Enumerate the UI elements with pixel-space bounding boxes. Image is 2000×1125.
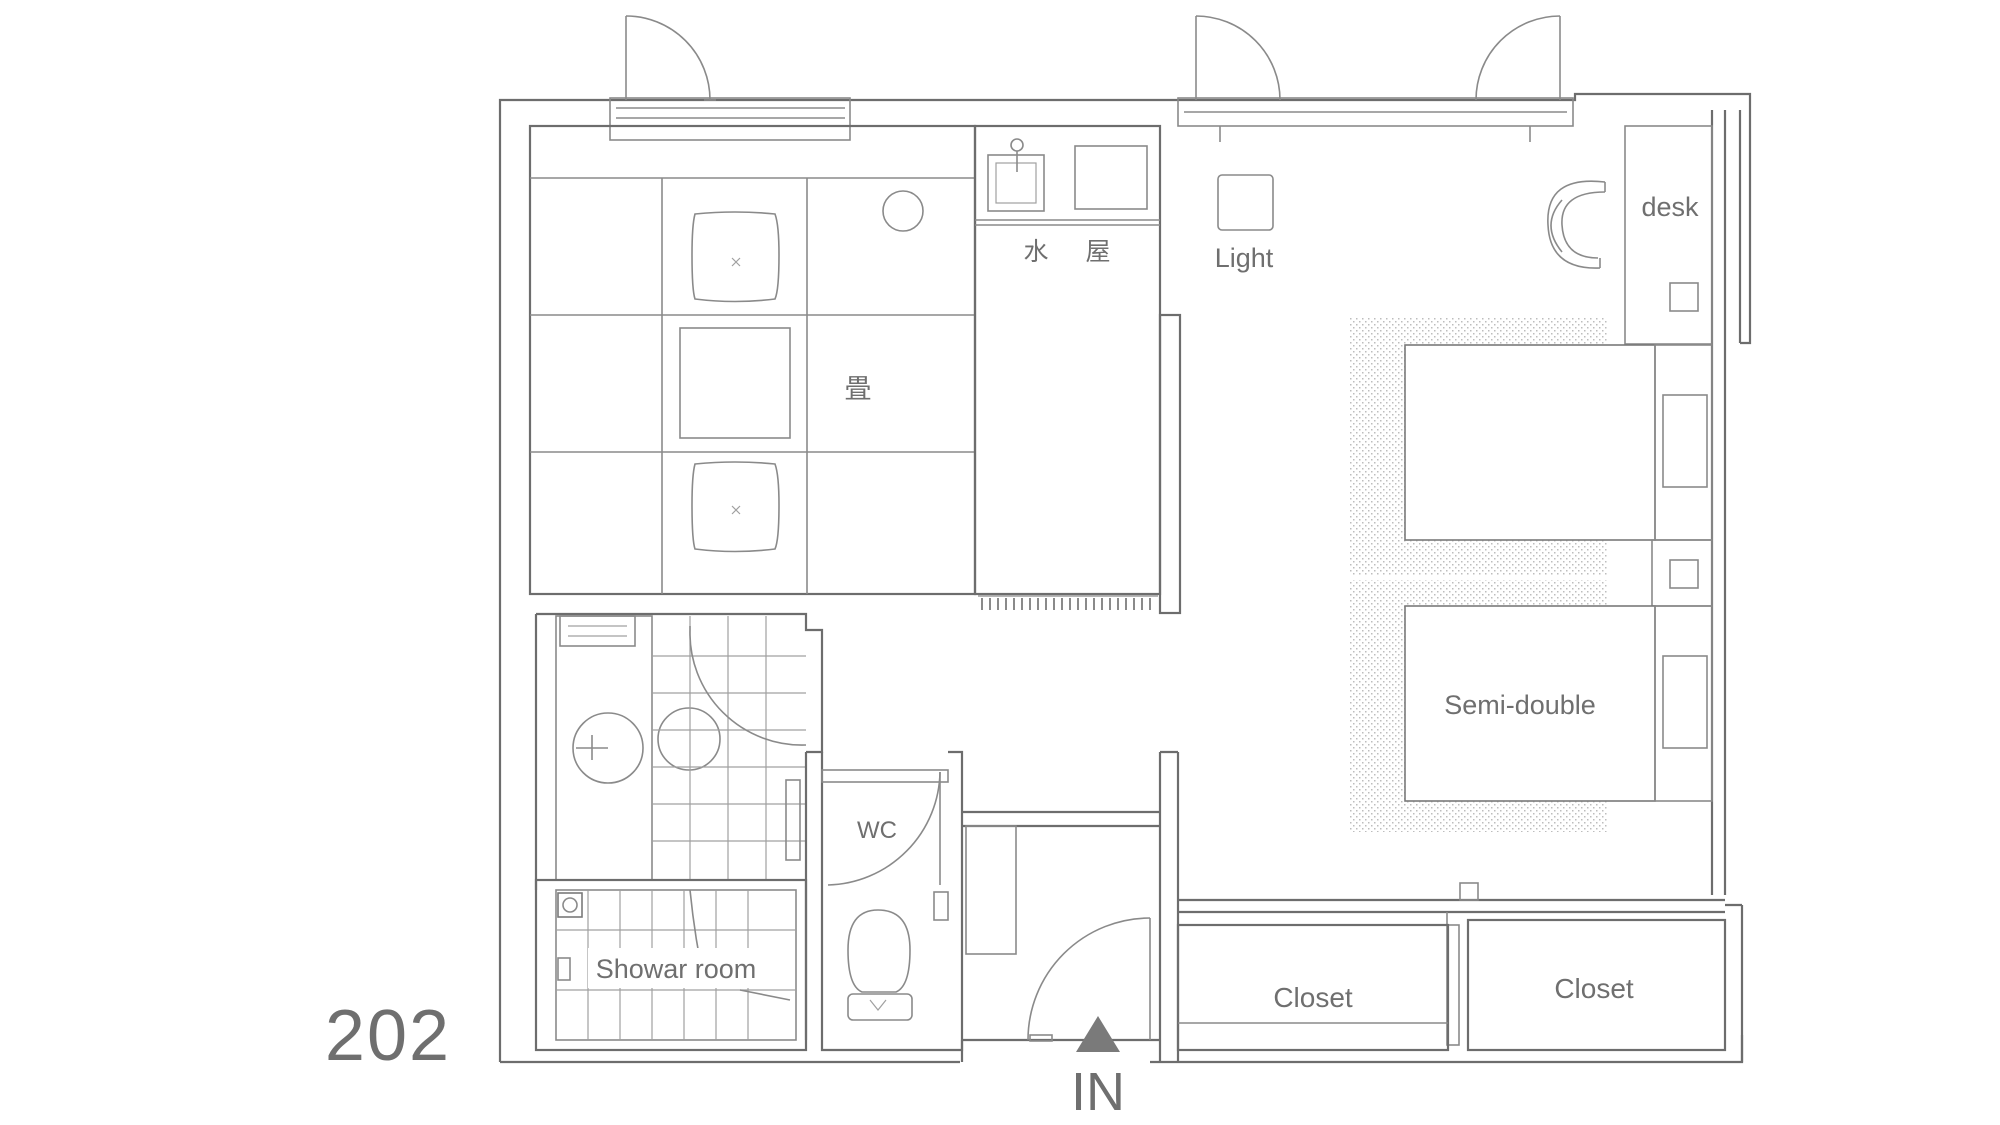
closet-right-label: Closet: [1554, 973, 1634, 1004]
floor-cushion-top: [691, 211, 780, 303]
floor-cushion-bottom: [691, 461, 780, 553]
wash-area: [534, 612, 824, 890]
shower-label: Showar room: [596, 954, 757, 984]
closet-right: [1466, 918, 1727, 1052]
pillow-icon: [1662, 655, 1708, 749]
entrance-area: IN: [960, 750, 1180, 1122]
closet-left-label: Closet: [1273, 982, 1353, 1013]
outer-walls: [498, 92, 1752, 1064]
mizuya-label: 水 屋: [1023, 238, 1116, 266]
desk-label: desk: [1641, 192, 1699, 222]
bed-top: [1404, 344, 1713, 541]
closet-left: [1176, 923, 1450, 1052]
light-fixture: Light: [1215, 174, 1274, 273]
wash-door-panel: [785, 779, 801, 861]
pillow-icon: [1662, 394, 1708, 488]
tatami-label: 畳: [845, 374, 872, 404]
wc-room: WC: [804, 750, 964, 1052]
light-icon: [1217, 174, 1274, 231]
tatami-round-table: [882, 190, 924, 232]
shoe-mat: [965, 825, 1017, 955]
desk-area: desk: [1547, 125, 1713, 345]
desk-chair-icon: [1550, 199, 1563, 253]
toilet-icon: [847, 909, 913, 1021]
towel-rack: [559, 615, 636, 647]
mizuya-counter: [1074, 145, 1148, 210]
entrance-label: IN: [1071, 1062, 1125, 1122]
room-number: 202: [325, 996, 451, 1076]
top-door-swing-middle: [1195, 15, 1281, 101]
washbasin: [572, 712, 644, 784]
bed-bottom: Semi-double: [1404, 605, 1713, 802]
top-door-swing-left: [625, 15, 716, 101]
top-windows: [609, 97, 1574, 142]
shower-room: Showar room: [534, 878, 808, 1052]
mizuya-sink: [987, 154, 1045, 212]
top-door-swing-right: [1475, 15, 1561, 101]
wc-label: WC: [857, 817, 897, 844]
closets: Closet Closet: [1176, 882, 1727, 1052]
tatami-room: 畳: [528, 124, 977, 596]
mizuya-grate: [978, 595, 1158, 610]
nightstand: [1651, 539, 1713, 607]
bed-label: Semi-double: [1444, 690, 1596, 720]
tatami-low-table: [679, 327, 791, 439]
light-label: Light: [1215, 243, 1274, 273]
wash-floor-tiles: [652, 616, 806, 880]
mizuya-room: 水 屋: [973, 124, 1182, 615]
stool: [657, 707, 721, 771]
entrance-arrow-icon: [1076, 1016, 1120, 1052]
